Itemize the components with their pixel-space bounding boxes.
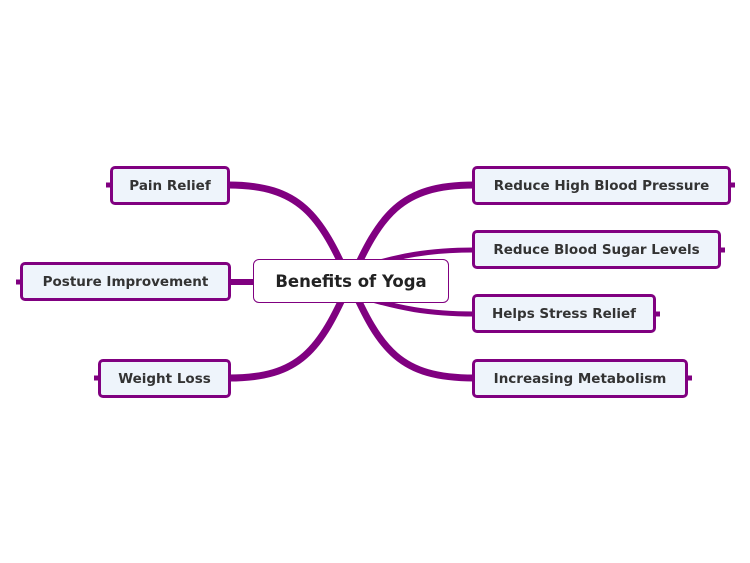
topic-label: Weight Loss bbox=[118, 370, 211, 387]
topic-label: Helps Stress Relief bbox=[491, 305, 637, 322]
topic-label: Reduce High Blood Pressure bbox=[493, 177, 710, 194]
topic-pain-relief[interactable]: Pain Relief bbox=[110, 166, 230, 205]
topic-posture-improvement[interactable]: Posture Improvement bbox=[20, 262, 231, 301]
topic-reduce-high-blood-pressure[interactable]: Reduce High Blood Pressure bbox=[472, 166, 731, 205]
topic-increasing-metabolism[interactable]: Increasing Metabolism bbox=[472, 359, 688, 398]
topic-reduce-blood-sugar-levels[interactable]: Reduce Blood Sugar Levels bbox=[472, 230, 721, 269]
branch-weight-loss bbox=[225, 278, 354, 382]
topic-weight-loss[interactable]: Weight Loss bbox=[98, 359, 231, 398]
central-topic-label: Benefits of Yoga bbox=[275, 271, 427, 291]
branch-increasing-metabolism bbox=[346, 278, 478, 382]
topic-label: Reduce Blood Sugar Levels bbox=[493, 241, 700, 258]
topic-helps-stress-relief[interactable]: Helps Stress Relief bbox=[472, 294, 656, 333]
topic-label: Pain Relief bbox=[129, 177, 211, 194]
topic-label: Posture Improvement bbox=[42, 273, 209, 290]
central-topic[interactable]: Benefits of Yoga bbox=[253, 259, 449, 303]
topic-label: Increasing Metabolism bbox=[493, 370, 667, 387]
